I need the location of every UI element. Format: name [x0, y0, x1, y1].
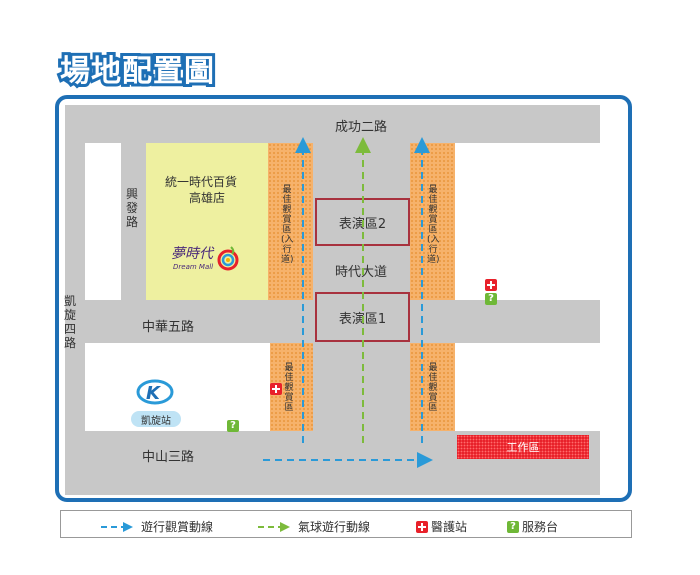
- legend-medical: 醫護站: [416, 518, 467, 535]
- medical-station-icon-center: [270, 383, 282, 395]
- mall-name-line1: 統一時代百貨: [165, 175, 238, 189]
- mall-logo-text: 夢時代: [171, 246, 213, 262]
- legend-service: ? 服務台: [507, 518, 558, 535]
- road-label-kaixuan: 凱旋四路: [63, 294, 76, 350]
- block-top-left-strip: [85, 143, 121, 300]
- legend-parade: 遊行觀賞動線: [99, 518, 213, 535]
- route-lines: [263, 137, 433, 468]
- question-mark-icon: ?: [507, 520, 519, 533]
- legend-service-label: 服務台: [522, 520, 559, 534]
- road-label-xingfa: 興發路: [125, 187, 138, 229]
- road-label-chenggong: 成功二路: [335, 120, 388, 135]
- legend-balloon-label: 氣球遊行動線: [298, 520, 371, 534]
- road-label-avenue: 時代大道: [335, 265, 388, 280]
- block-right-top: [455, 143, 600, 300]
- block-right-bottom: [455, 343, 600, 431]
- legend-balloon: 氣球遊行動線: [256, 518, 370, 535]
- viewing-zone-label-rb: 最佳觀賞區: [428, 363, 438, 413]
- road-label-zhonghua: 中華五路: [142, 320, 195, 335]
- legend-medical-label: 醫護站: [431, 520, 468, 534]
- mall-logo-sub: Dream Mall: [173, 263, 214, 271]
- viewing-zone-label-lt: 最佳觀賞區(入行道): [281, 185, 294, 265]
- medical-station-icon-right: [485, 279, 497, 291]
- kaohsiung-metro-logo-icon: K: [136, 379, 174, 405]
- work-area: 工作區: [457, 435, 589, 459]
- legend-parade-label: 遊行觀賞動線: [141, 520, 214, 534]
- svg-text:K: K: [146, 383, 162, 404]
- green-dashed-arrow-icon: [258, 521, 290, 532]
- viewing-zone-label-lb: 最佳觀賞區: [284, 363, 294, 413]
- viewing-zone-label-rt: 最佳觀賞區(入行道): [427, 185, 440, 265]
- map-legend: 遊行觀賞動線 氣球遊行動線 醫護站 ? 服務台: [60, 510, 632, 538]
- dream-mall-logo-icon: [217, 246, 239, 271]
- service-desk-icon-bottom: ?: [227, 420, 239, 432]
- viewing-zone-left-top: [268, 143, 313, 300]
- dream-mall-block: [146, 143, 268, 300]
- medical-cross-icon: [416, 520, 428, 533]
- station-label: 凱旋站: [131, 411, 181, 427]
- site-map: 統一時代百貨 高雄店 夢時代 Dream Mall 興發路 最佳觀賞區(入行道)…: [65, 105, 600, 495]
- page-title: 場地配置圖: [57, 51, 217, 92]
- mall-name-line2: 高雄店: [189, 191, 226, 205]
- service-desk-icon-right: ?: [485, 293, 497, 305]
- viewing-zone-right-top: [410, 143, 455, 300]
- viewing-zone-right-bottom: [410, 343, 455, 431]
- road-label-zhongshan: 中山三路: [142, 450, 195, 465]
- blue-dashed-arrow-icon: [101, 521, 133, 532]
